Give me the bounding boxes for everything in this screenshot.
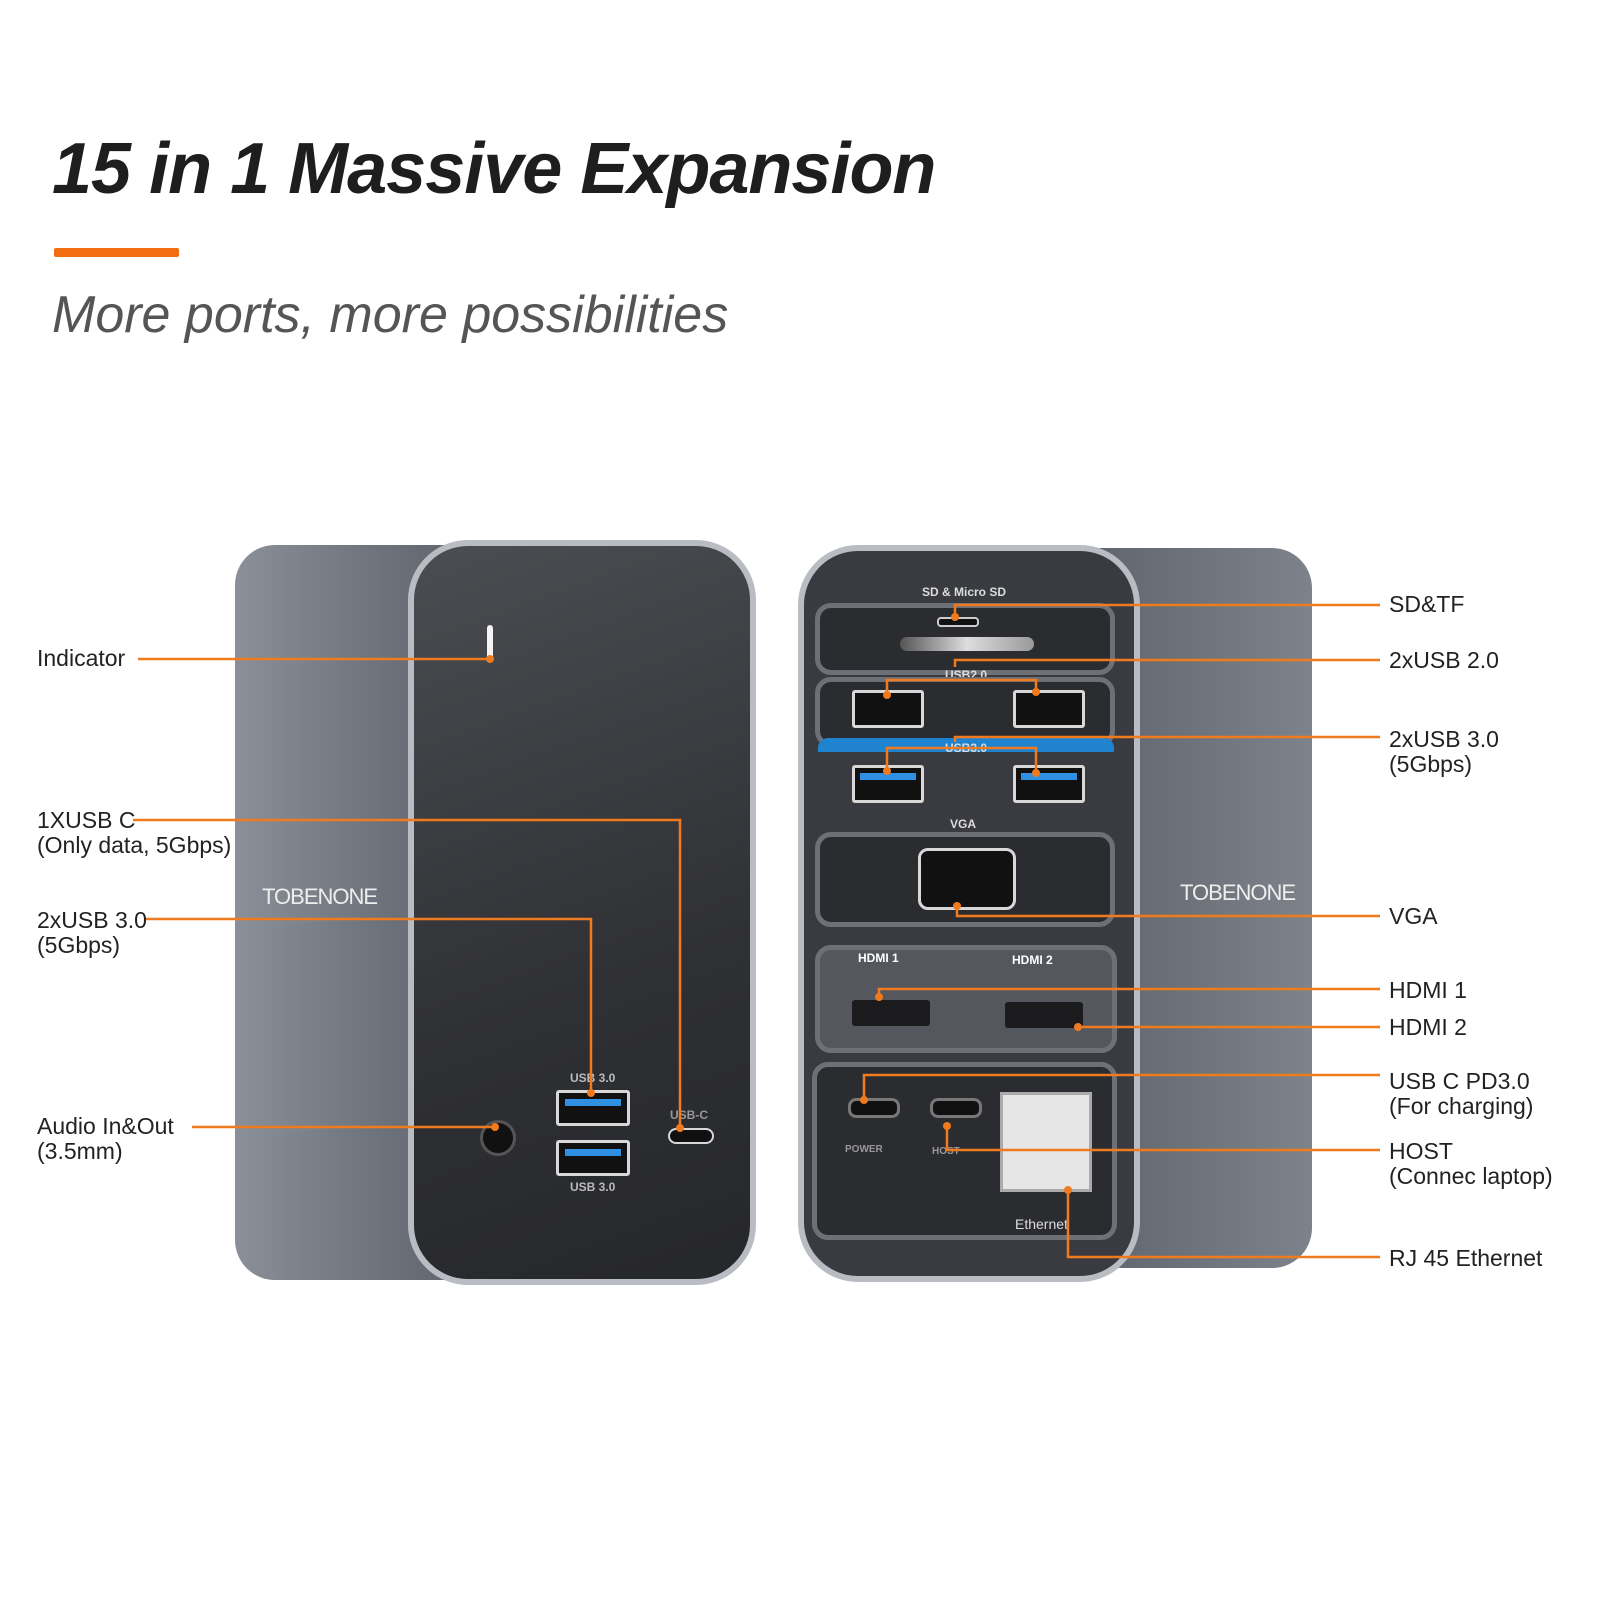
usbc-host-port (930, 1098, 982, 1118)
sd-slot (900, 637, 1034, 651)
vga-label: VGA (950, 817, 977, 831)
callout-label: HDMI 1 (1389, 977, 1467, 1003)
callout-sub: (For charging) (1389, 1093, 1534, 1119)
usb2-port-2 (1013, 690, 1085, 728)
callout-label: VGA (1389, 903, 1438, 929)
callout-usb2: 2xUSB 2.0 (1389, 648, 1499, 673)
callout-host: HOST(Connec laptop) (1389, 1139, 1553, 1189)
vga-port (918, 848, 1016, 910)
callout-indicator: Indicator (37, 646, 125, 671)
callout-label: RJ 45 Ethernet (1389, 1245, 1543, 1271)
ethernet-port (1000, 1092, 1092, 1192)
callout-label: 2xUSB 3.0 (1389, 726, 1499, 752)
callout-sdtf: SD&TF (1389, 592, 1464, 617)
page-subtitle: More ports, more possibilities (52, 286, 729, 344)
usb3-port-2 (1013, 765, 1085, 803)
hdmi2-port (1005, 1002, 1083, 1028)
hdmi-panel (815, 945, 1117, 1053)
callout-label: 1XUSB C (37, 807, 136, 833)
hdmi2-label: HDMI 2 (1012, 953, 1053, 967)
callout-label: HOST (1389, 1138, 1453, 1164)
brand-logo-right: TOBENONE (1180, 880, 1296, 905)
callout-label: Audio In&Out (37, 1113, 174, 1139)
callout-audio: Audio In&Out(3.5mm) (37, 1114, 174, 1164)
usb-label-bottom: USB 3.0 (570, 1180, 616, 1194)
usbc-power-port (848, 1098, 900, 1118)
callout-hdmi1: HDMI 1 (1389, 978, 1467, 1003)
hdmi1-port (852, 1000, 930, 1026)
indicator-light (487, 625, 493, 661)
callout-ethernet: RJ 45 Ethernet (1389, 1246, 1542, 1271)
ethernet-label: Ethernet (1015, 1216, 1068, 1232)
callout-sub: (Only data, 5Gbps) (37, 832, 232, 858)
brand-logo: TOBENONE (262, 884, 378, 909)
page-title: 15 in 1 Massive Expansion (52, 129, 936, 209)
callout-hdmi2: HDMI 2 (1389, 1015, 1467, 1040)
callout-label: 2xUSB 3.0 (37, 907, 147, 933)
callout-usbc-pd: USB C PD3.0(For charging) (1389, 1069, 1533, 1119)
power-label: POWER (845, 1144, 883, 1155)
callout-usbc: 1XUSB C(Only data, 5Gbps) (37, 808, 231, 858)
callout-sub: (Connec laptop) (1389, 1163, 1553, 1189)
callout-usb3-right: 2xUSB 3.0(5Gbps) (1389, 727, 1499, 777)
callout-sub: (5Gbps) (37, 932, 121, 958)
accent-bar (54, 248, 179, 257)
hdmi1-label: HDMI 1 (858, 951, 899, 965)
callout-sub: (3.5mm) (37, 1138, 123, 1164)
usb-label-top: USB 3.0 (570, 1071, 616, 1085)
callout-label: SD&TF (1389, 591, 1465, 617)
host-label: HOST (932, 1146, 960, 1157)
callout-label: 2xUSB 2.0 (1389, 647, 1499, 673)
callout-sub: (5Gbps) (1389, 751, 1473, 777)
usb3-port-1 (852, 765, 924, 803)
callout-label: Indicator (37, 645, 126, 671)
callout-vga: VGA (1389, 904, 1438, 929)
callout-label: HDMI 2 (1389, 1014, 1467, 1040)
usb3-port (556, 1140, 630, 1176)
callout-label: USB C PD3.0 (1389, 1068, 1530, 1094)
usbc-port (668, 1128, 714, 1144)
sd-label: SD & Micro SD (922, 585, 1007, 599)
callout-usb3-left: 2xUSB 3.0(5Gbps) (37, 908, 147, 958)
